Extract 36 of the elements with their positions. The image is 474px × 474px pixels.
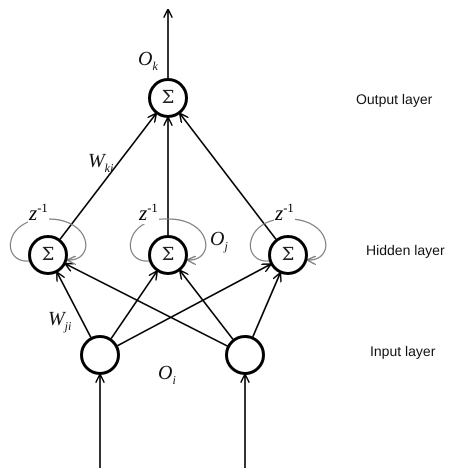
math-label: O$_{j}$ (210, 228, 228, 254)
summation-neuron (148, 235, 188, 275)
sigma-symbol: Σ (162, 89, 174, 107)
edge-label: z$^{-1}$ (28, 202, 49, 224)
arrow (240, 373, 250, 468)
edge-label: z$^{-1}$ (138, 202, 159, 224)
edge-label: z$^{-1}$ (274, 202, 295, 224)
feedback-loop-arrow (10, 218, 86, 264)
arrow (252, 272, 282, 337)
math-label: W$_{kj}$ (88, 150, 114, 176)
sigma-symbol: Σ (42, 246, 54, 264)
summation-neuron (28, 235, 68, 275)
arrow (162, 116, 174, 235)
input-neuron (225, 335, 265, 375)
arrow (117, 263, 272, 346)
arrow (56, 271, 92, 338)
arrow (178, 112, 276, 240)
arrow (110, 270, 158, 339)
layer-label: Output layer (356, 92, 432, 108)
layer-label: Input layer (370, 344, 436, 360)
math-label: O$_{i}$ (158, 362, 176, 388)
arrow (162, 8, 174, 78)
math-label: O$_{k}$ (138, 48, 158, 74)
input-neuron (80, 335, 120, 375)
summation-neuron (148, 78, 188, 118)
sigma-symbol: Σ (162, 246, 174, 264)
feedback-loop-arrow (130, 218, 206, 264)
arrow (178, 269, 234, 340)
arrow (94, 373, 106, 468)
layer-label: Hidden layer (366, 243, 445, 258)
arrow (60, 112, 158, 240)
feedback-loop-arrow (250, 218, 326, 264)
sigma-symbol: Σ (282, 246, 294, 264)
arrow (64, 262, 228, 347)
math-label: W$_{ji}$ (48, 308, 72, 334)
summation-neuron (268, 235, 308, 275)
